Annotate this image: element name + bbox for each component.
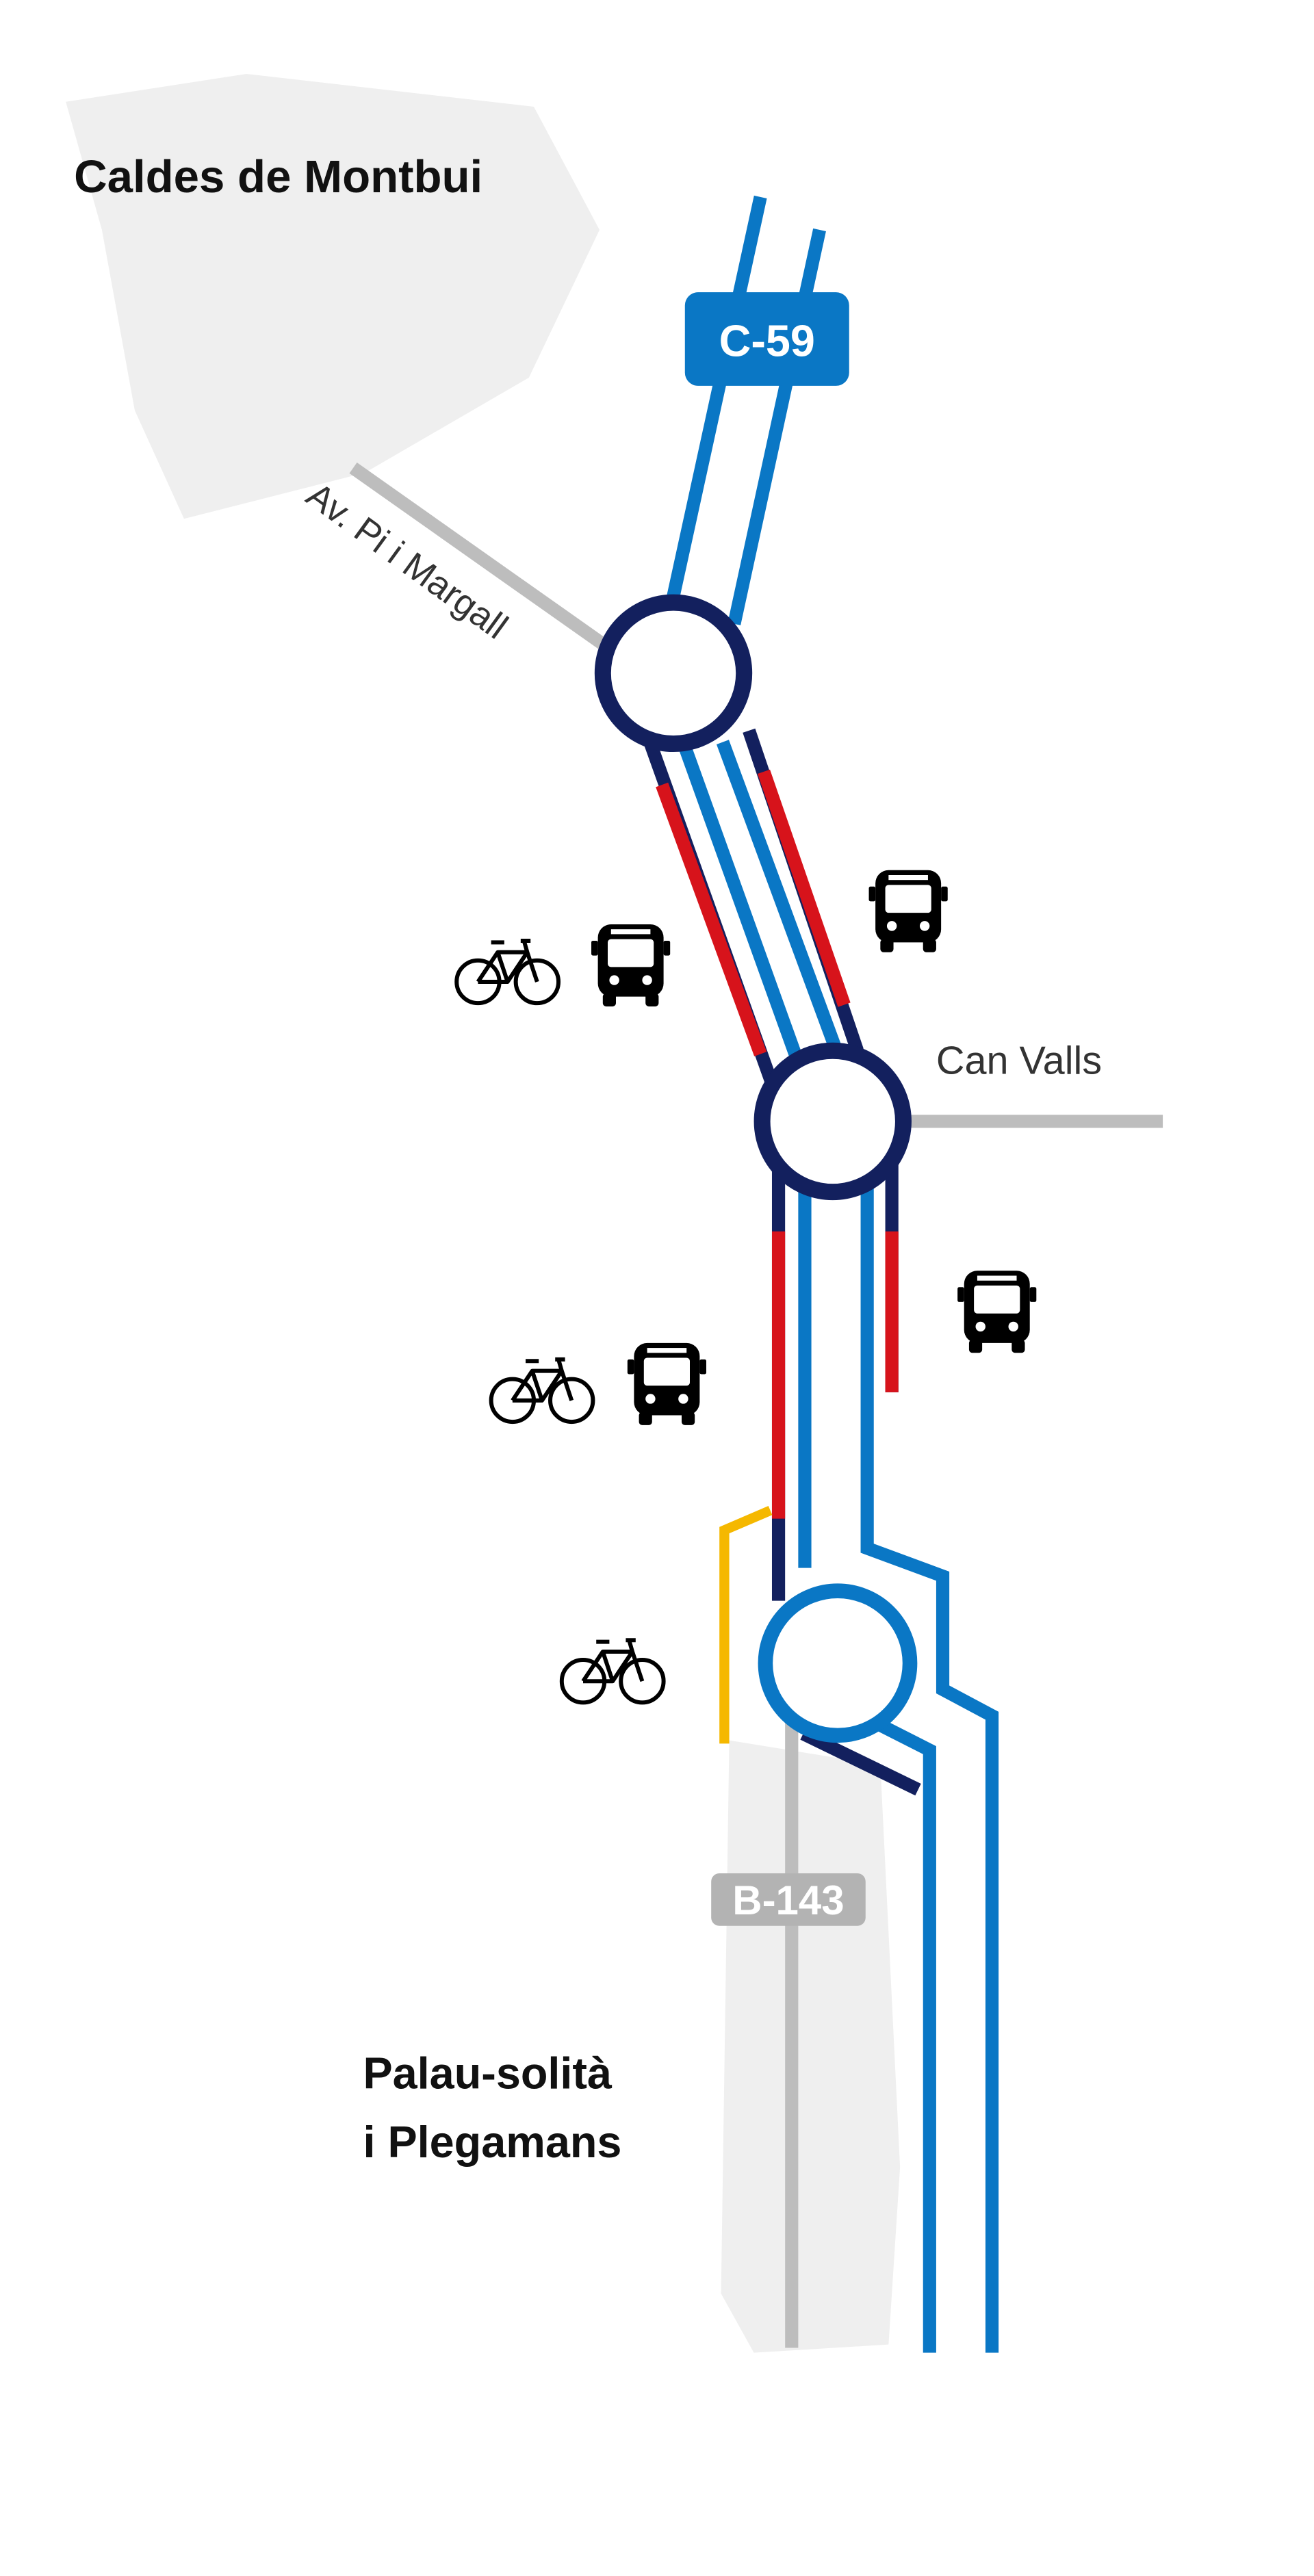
roundabout-pi-i-margall[interactable] (594, 594, 753, 753)
bus-icon (957, 1271, 1037, 1353)
bike-lane (719, 1506, 773, 1744)
bus-lane-left (656, 782, 767, 1056)
bus-icon (627, 1342, 706, 1425)
segment-r1-r2 (642, 728, 864, 1086)
bus-icon (591, 924, 671, 1006)
bus-icon (868, 870, 948, 952)
c59-label: C-59 (719, 316, 815, 366)
bus-lane-right (757, 769, 851, 1007)
bicycle-icon (456, 941, 558, 1003)
c59-badge: C-59 (684, 292, 849, 386)
can-valls-label: Can Valls (936, 1039, 1102, 1082)
palau-label-line1: Palau-solità (363, 2048, 612, 2098)
roundabout-south[interactable] (758, 1583, 918, 1743)
carriageway-left (678, 744, 806, 1069)
bicycle-icon (562, 1640, 664, 1702)
palau-label-line2: i Plegamans (363, 2117, 621, 2167)
b143-badge: B-143 (711, 1873, 866, 1926)
roundabout-can-valls[interactable] (753, 1042, 912, 1201)
caldes-label: Caldes de Montbui (74, 151, 482, 203)
c59-carriageways-north (663, 195, 826, 625)
caldes-urban-area (66, 73, 600, 519)
b143-label: B-143 (732, 1877, 844, 1923)
carriageway-right (716, 740, 844, 1056)
street-av-pi-i-margall[interactable] (349, 463, 608, 651)
palau-urban-area (721, 1740, 901, 2353)
bicycle-icon (491, 1359, 593, 1422)
